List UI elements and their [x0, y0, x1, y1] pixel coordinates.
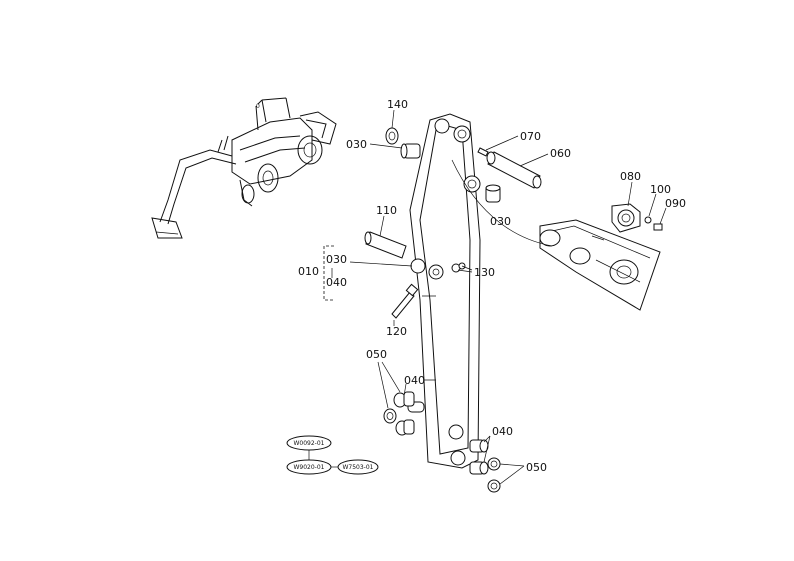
svg-text:0: 0: [256, 103, 260, 110]
pin-hole: [448, 424, 464, 440]
label-010: 010: [298, 265, 319, 278]
bracket-080: [611, 203, 641, 233]
pin-110: [364, 231, 407, 259]
pin-hole: [434, 118, 450, 134]
group-bracket-010: [323, 245, 334, 301]
label-030-mid: 030: [490, 215, 511, 228]
label-070: 070: [520, 130, 541, 143]
label-050-right: 050: [526, 461, 547, 474]
pin-hole: [450, 450, 466, 466]
leader-lines: [349, 109, 667, 485]
label-110: 110: [376, 204, 397, 217]
ref-code-1: W0092-01: [293, 440, 324, 447]
label-060: 060: [550, 147, 571, 160]
grease-nipple-070: [477, 147, 489, 157]
label-130: 130: [474, 266, 495, 279]
lower-right-parts: [469, 439, 501, 493]
label-100: 100: [650, 183, 671, 196]
bolt-090: [653, 223, 663, 231]
lower-left-parts: [383, 391, 415, 436]
pin-060: [486, 151, 542, 189]
ref-code-3: W7503-01: [342, 464, 373, 471]
backhoe-boom: [451, 159, 661, 311]
shim-140: [385, 127, 399, 145]
reference-codes: W0092-01 W9020-01 W7503-01: [286, 435, 379, 475]
bushing-030-mid: [485, 184, 501, 203]
label-050-left: 050: [366, 348, 387, 361]
bushing-030-top: [400, 143, 421, 159]
pin-hole: [453, 125, 471, 143]
label-040-left: 040: [404, 374, 425, 387]
label-030-group: 030: [326, 253, 347, 266]
pin-hole: [410, 258, 426, 274]
label-140: 140: [387, 98, 408, 111]
ref-oval-3: [337, 459, 379, 475]
pin-hole: [428, 264, 444, 280]
washer-100: [644, 216, 652, 224]
tractor-backhoe-illustration: 0: [151, 97, 337, 239]
label-090: 090: [665, 197, 686, 210]
label-080: 080: [620, 170, 641, 183]
ref-code-2: W9020-01: [293, 464, 324, 471]
pin-hole: [463, 175, 481, 193]
label-120: 120: [386, 325, 407, 338]
label-030-top: 030: [346, 138, 367, 151]
part-labels: 140 030 070 060 080 100 090 110 030 010 …: [298, 98, 686, 474]
label-040-group: 040: [326, 276, 347, 289]
backhoe-arm: [407, 113, 481, 469]
label-040-right: 040: [492, 425, 513, 438]
bolt-120: [391, 283, 419, 319]
